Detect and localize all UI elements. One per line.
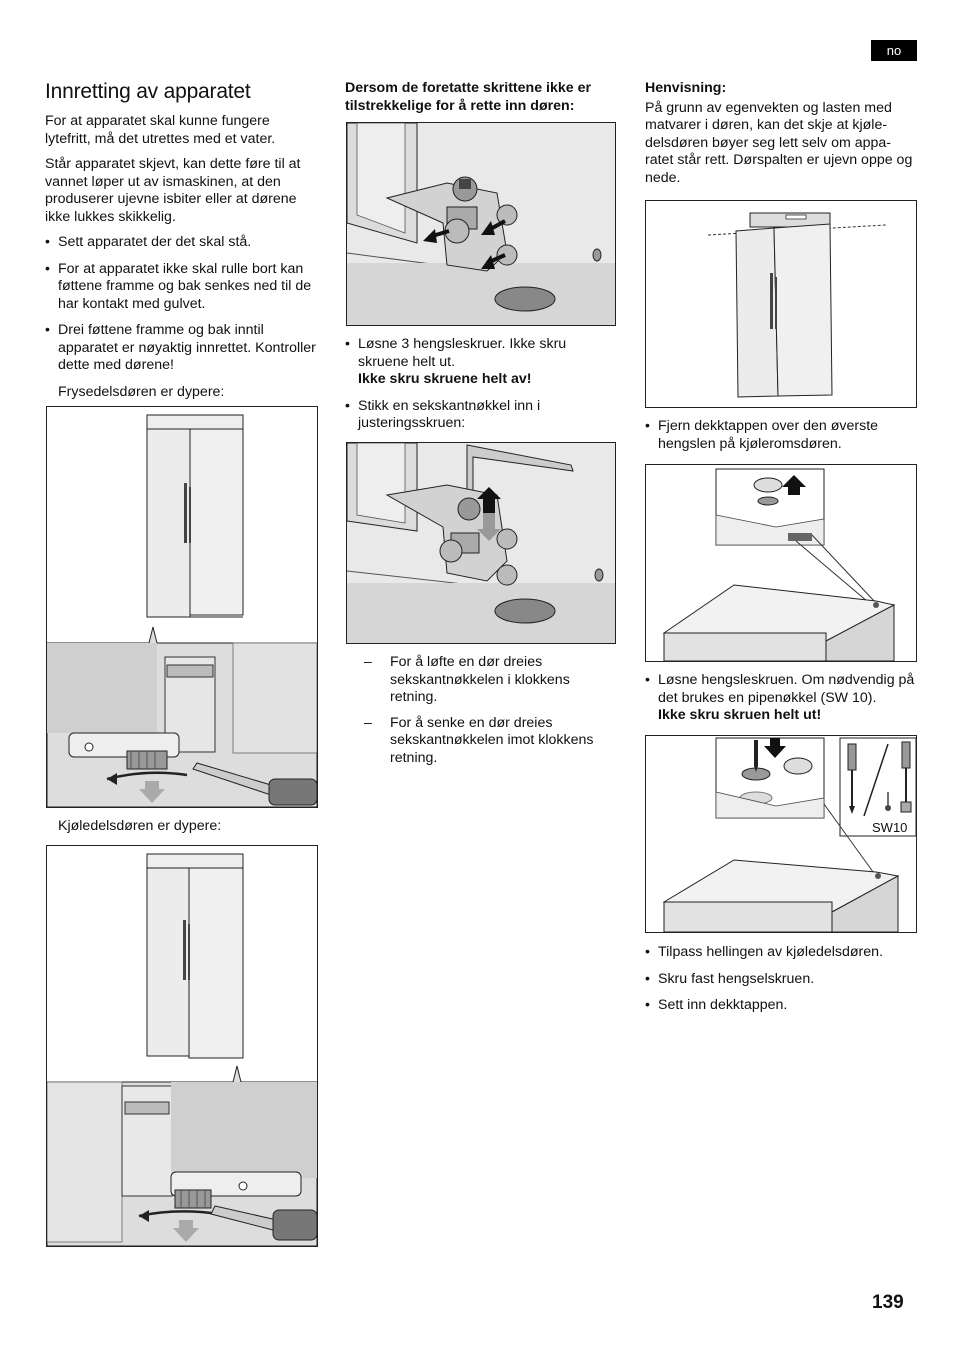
note-heading: Henvisning:: [645, 80, 727, 96]
column-middle-dashes: For å løfte en dør dreies sekskantnøkkel…: [345, 654, 619, 775]
spirit-level-illustration: [645, 200, 917, 408]
instruction-list: Tilpass hellingen av kjøledelsdøren. Skr…: [645, 944, 919, 1015]
list-item: Sett inn dekktappen.: [645, 997, 919, 1015]
warning-text: Ikke skru skruene helt av!: [358, 371, 532, 387]
tool-size-label: SW10: [872, 820, 907, 835]
instruction-list: Fjern dekktappen over den øverste hengsl…: [645, 418, 919, 453]
note-paragraph: På grunn av egenvekten og lasten med mat…: [645, 99, 913, 186]
list-item: Tilpass hellingen av kjøledelsdøren.: [645, 944, 919, 962]
fridge-illustration: [46, 845, 318, 1247]
step-loosen-hinge-screw: Løsne hengsleskruen. Om nødvendig på det…: [658, 672, 915, 706]
list-item: Drei føttene framme og bak inntil appara…: [45, 322, 317, 375]
section-title: Innretting av apparatet: [45, 80, 251, 103]
hex-key-illustration: [346, 442, 616, 644]
column-right-final-steps: Tilpass hellingen av kjøledelsdøren. Skr…: [645, 944, 919, 1024]
column-left: Innretting av apparatet For at apparatet…: [45, 80, 317, 409]
hinge-screw-tools-illustration: SW10: [645, 735, 917, 933]
caption-fridge-deeper: Kjøledelsdøren er dypere:: [58, 818, 222, 834]
column-middle-steps: Løsne 3 hengsleskruer. Ikke skru skruene…: [345, 336, 619, 442]
list-item: Stikk en sekskantnøkkel inn i justerings…: [345, 398, 619, 433]
list-item: Løsne 3 hengsleskruer. Ikke skru skruene…: [345, 336, 619, 389]
instruction-list: Sett apparatet der det skal stå. For at …: [45, 234, 317, 375]
hinge-illustration: [346, 122, 616, 326]
page-number: 139: [872, 1292, 904, 1313]
instruction-list: Løsne hengsleskruen. Om nødvendig på det…: [645, 672, 919, 725]
warning-paragraph: Står apparatet skjevt, kan dette føre ti…: [45, 156, 301, 225]
warning-text: Ikke skru skruen helt ut!: [658, 707, 822, 723]
column-right-step2: Løsne hengsleskruen. Om nødvendig på det…: [645, 672, 919, 734]
language-tag: no: [871, 40, 917, 61]
caption-block: Kjøledelsdøren er dypere:: [45, 818, 317, 844]
fridge-illustration: [46, 406, 318, 808]
instruction-list: Løsne 3 hengsleskruer. Ikke skru skruene…: [345, 336, 619, 433]
list-item: For at apparatet ikke skal rulle bort ka…: [45, 261, 317, 314]
list-item: For å senke en dør dreies sekskantnøkkel…: [364, 715, 619, 768]
list-item: Fjern dekktappen over den øverste hengsl…: [645, 418, 919, 453]
caption-freezer-deeper: Frysedelsdøren er dypere:: [58, 383, 225, 400]
cover-cap-illustration: [645, 464, 917, 662]
intro-paragraph: For at apparatet skal kunne fungere lyte…: [45, 113, 276, 147]
column-right-step1: Fjern dekktappen over den øverste hengsl…: [645, 418, 919, 462]
direction-list: For å løfte en dør dreies sekskantnøkkel…: [345, 654, 619, 767]
list-item: Skru fast hengselskruen.: [645, 971, 919, 989]
column-right: Henvisning: På grunn av egenvekten og la…: [645, 80, 919, 195]
section-heading: Dersom de foretatte skrittene ikke er ti…: [345, 80, 592, 114]
column-middle: Dersom de foretatte skrittene ikke er ti…: [345, 80, 619, 115]
step-loosen-screws: Løsne 3 hengsleskruer. Ikke skru skruene…: [358, 336, 567, 370]
list-item: For å løfte en dør dreies sekskantnøkkel…: [364, 654, 619, 707]
list-item: Løsne hengsleskruen. Om nødvendig på det…: [645, 672, 919, 725]
list-item: Sett apparatet der det skal stå.: [45, 234, 317, 252]
